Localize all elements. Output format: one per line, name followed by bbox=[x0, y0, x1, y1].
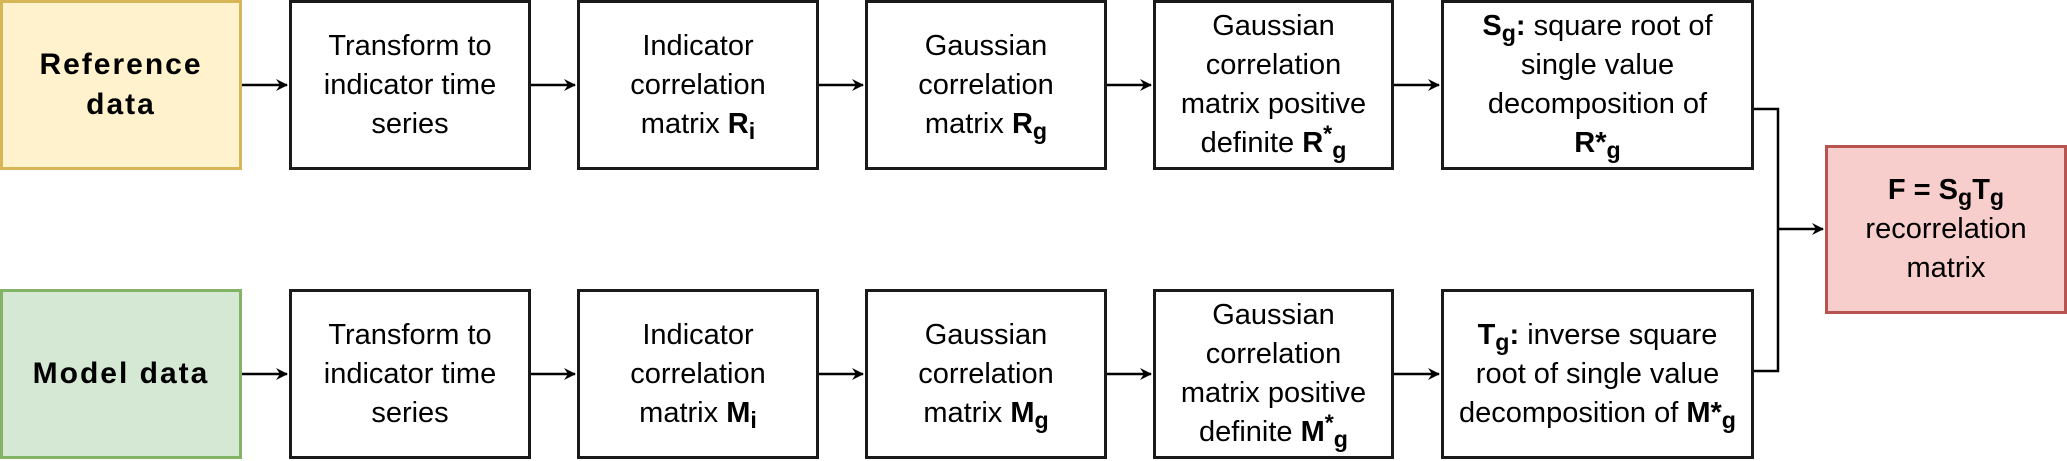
gaussian-matrix-box-bottom[interactable]: Gaussian correlation matrix Mg bbox=[865, 289, 1107, 459]
sg-target-symbol: R*g bbox=[1574, 127, 1621, 163]
svd-sg-box[interactable]: Sg: square root of single value decompos… bbox=[1441, 0, 1754, 170]
connector-sg-to-result bbox=[1754, 107, 1780, 373]
positive-definite-box-bottom[interactable]: Gaussian correlation matrix positive def… bbox=[1153, 289, 1394, 459]
model-data-box[interactable]: Model data bbox=[0, 289, 242, 459]
positive-definite-box-top[interactable]: Gaussian correlation matrix positive def… bbox=[1153, 0, 1394, 170]
indicator-matrix-box-bottom[interactable]: Indicator correlation matrix Mi bbox=[577, 289, 819, 459]
indicator-symbol-top: Ri bbox=[727, 107, 756, 144]
tg-description: inverse square root of single value deco… bbox=[1459, 318, 1720, 429]
transform-label-bottom: Transform to indicator time series bbox=[323, 318, 497, 429]
transform-box-bottom[interactable]: Transform to indicator time series bbox=[289, 289, 531, 459]
reference-data-label-line1: Reference bbox=[39, 48, 203, 81]
pd-symbol-top: R*g bbox=[1302, 120, 1347, 163]
pd-symbol-bottom: M*g bbox=[1300, 409, 1348, 452]
tg-symbol: Tg: bbox=[1477, 318, 1520, 355]
indicator-label-bottom: Indicator correlation matrix bbox=[630, 318, 766, 429]
indicator-label-top: Indicator correlation matrix bbox=[630, 29, 766, 140]
pd-label2-bottom: definite bbox=[1199, 416, 1293, 448]
transform-box-top[interactable]: Transform to indicator time series bbox=[289, 0, 531, 170]
tg-target-symbol: M*g bbox=[1686, 396, 1736, 433]
result-label: recorrelation matrix bbox=[1865, 213, 2027, 284]
gaussian-label-bottom: Gaussian correlation matrix bbox=[918, 318, 1054, 429]
sg-description: square root of single value decompositio… bbox=[1487, 10, 1713, 120]
svd-tg-box[interactable]: Tg: inverse square root of single value … bbox=[1441, 289, 1754, 459]
reference-data-box[interactable]: Reference data bbox=[0, 0, 242, 170]
pd-label-bottom: Gaussian correlation matrix positive bbox=[1180, 299, 1367, 409]
gaussian-symbol-top: Rg bbox=[1011, 107, 1048, 144]
recorrelation-matrix-box[interactable]: F = SgTg recorrelation matrix bbox=[1825, 145, 2067, 314]
pd-label2-top: definite bbox=[1200, 127, 1295, 159]
transform-label-top: Transform to indicator time series bbox=[323, 29, 497, 140]
model-data-label: Model data bbox=[32, 357, 210, 390]
indicator-symbol-bottom: Mi bbox=[726, 396, 757, 433]
gaussian-symbol-bottom: Mg bbox=[1010, 396, 1049, 433]
result-formula: F = SgTg bbox=[1887, 174, 2005, 210]
pd-label-top: Gaussian correlation matrix positive bbox=[1180, 10, 1367, 120]
indicator-matrix-box-top[interactable]: Indicator correlation matrix Ri bbox=[577, 0, 819, 170]
sg-symbol: Sg: bbox=[1482, 10, 1526, 46]
gaussian-label-top: Gaussian correlation matrix bbox=[918, 29, 1054, 140]
gaussian-matrix-box-top[interactable]: Gaussian correlation matrix Rg bbox=[865, 0, 1107, 170]
reference-data-label-line2: data bbox=[86, 88, 156, 121]
